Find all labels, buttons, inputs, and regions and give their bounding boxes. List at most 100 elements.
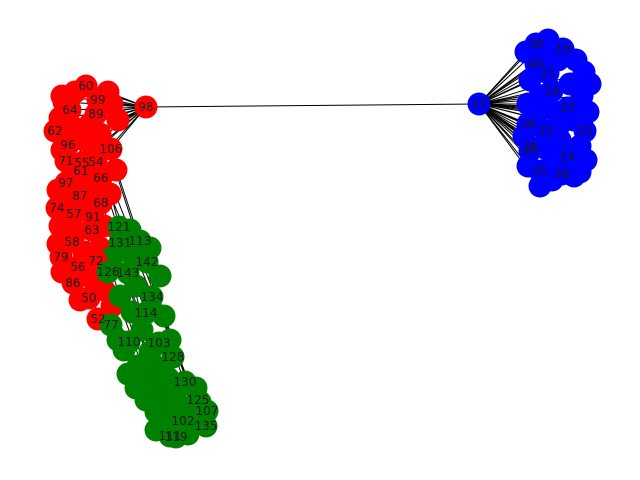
graph-node [117,330,141,354]
graph-node [61,271,85,295]
node-label: 14 [559,150,574,164]
graph-node [578,72,602,96]
node-label: 50 [81,291,96,305]
graph-node [108,231,132,255]
graph-node [467,92,491,116]
node-label: 22 [577,124,592,138]
node-label: 68 [93,196,108,210]
graph-node [99,313,123,337]
node-label: 77 [103,318,118,332]
graph-node [134,95,158,119]
node-label: 125 [187,393,210,407]
node-label: 99 [90,93,105,107]
graph-node [534,119,558,143]
node-label: 24 [544,84,559,98]
graph-node [173,370,197,394]
node-label: 110 [118,335,141,349]
node-label: 128 [162,350,185,364]
node-label: 97 [58,176,73,190]
graph-node [528,159,552,183]
node-label: 38 [528,37,543,51]
graph-node [147,331,171,355]
node-label: 107 [196,404,219,418]
node-label: 79 [53,250,68,264]
node-label: 126 [97,265,120,279]
node-label: 114 [135,306,158,320]
graph-node [556,96,580,120]
node-label: 55 [74,156,89,170]
node-label: 143 [117,266,140,280]
node-label: 58 [64,235,79,249]
node-label: 121 [108,220,131,234]
graph-node [77,286,101,310]
graph-node [518,139,542,163]
node-label: 66 [93,171,108,185]
node-label: 64 [62,103,77,117]
graph-node [164,425,188,449]
graph-node [516,112,540,136]
graph-node [540,79,564,103]
node-label: 52 [90,312,105,326]
graph-node [68,184,92,208]
node-label: 15 [538,124,553,138]
node-label: 35 [522,144,537,158]
node-label: 135 [195,419,218,433]
node-label: 96 [60,138,75,152]
node-label: 74 [49,201,64,215]
graph-node [134,301,158,325]
graph-node [49,245,73,269]
graph-node [99,137,123,161]
node-label: 36 [554,167,569,181]
node-label: 61 [73,164,88,178]
cluster-edge [478,51,527,105]
node-label: 71 [58,154,73,168]
graph-node [108,284,132,308]
node-label: 72 [88,254,103,268]
node-label: 131 [109,236,132,250]
node-label: 19 [555,42,570,56]
graph-node [576,100,600,124]
node-label: 31 [532,164,547,178]
node-label: 54 [88,155,103,169]
node-label: 113 [129,234,152,248]
graph-node [536,61,560,85]
graph-node [135,250,159,274]
node-label: 23 [471,97,486,111]
node-label: 57 [66,207,81,221]
graph-node [134,364,158,388]
graph-node [116,261,140,285]
node-label: 27 [560,101,575,115]
graph-node [550,162,574,186]
node-label: 106 [100,142,123,156]
node-label: 89 [88,107,103,121]
node-label: 119 [165,430,188,444]
graph-node [128,229,152,253]
node-label: 63 [84,223,99,237]
graph-node [96,260,120,284]
node-label: 21 [540,66,555,80]
graph-node [524,32,548,56]
node-label: 87 [72,189,87,203]
node-label: 56 [70,260,85,274]
graph-node [568,160,592,184]
node-label: 142 [136,255,159,269]
node-label: 134 [141,290,164,304]
graph-node [161,345,185,369]
graph-node [194,414,218,438]
graph-node [573,119,597,143]
node-label: 98 [138,100,153,114]
node-label: 25 [523,140,538,154]
graph-node [84,102,108,126]
node-label: 91 [85,210,100,224]
bridge-edge [145,103,480,108]
node-label: 130 [174,375,197,389]
graph-node [62,202,86,226]
graph-node [80,218,104,242]
graph-node [89,166,113,190]
graph-node [58,98,82,122]
node-label: 40 [528,57,543,71]
node-label: 103 [148,336,171,350]
graph-node [551,37,575,61]
